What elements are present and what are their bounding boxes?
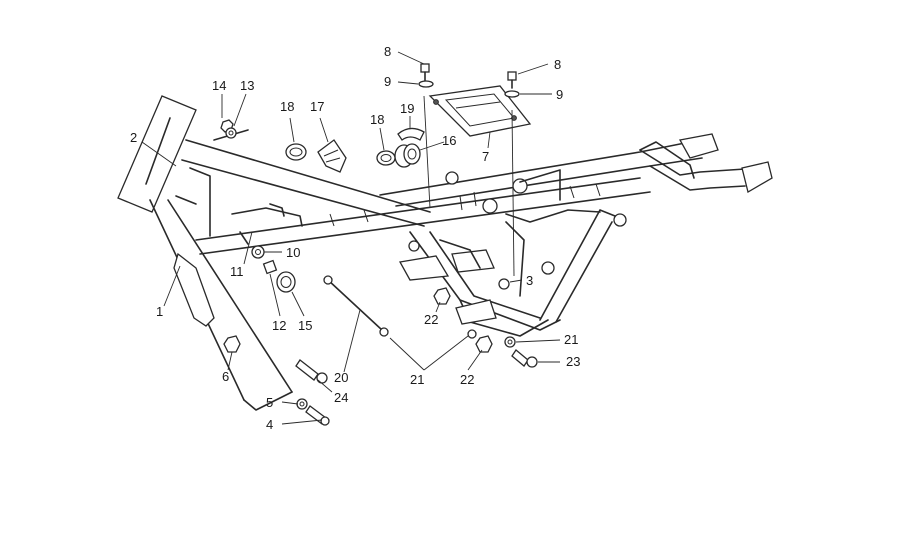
callout-15: 15 [298, 318, 312, 333]
callout-22-upper: 22 [424, 312, 438, 327]
callout-19: 19 [400, 101, 414, 116]
callout-23: 23 [566, 354, 580, 369]
callout-3: 3 [526, 273, 533, 288]
callout-13: 13 [240, 78, 254, 93]
callout-21-left: 21 [410, 372, 424, 387]
callout-20: 20 [334, 370, 348, 385]
leader-lines [141, 51, 561, 425]
callout-8-right: 8 [554, 57, 561, 72]
callout-10: 10 [286, 245, 300, 260]
callout-14: 14 [212, 78, 226, 93]
callout-5: 5 [266, 395, 273, 410]
callout-7: 7 [482, 149, 489, 164]
callout-9-right: 9 [556, 87, 563, 102]
callout-12: 12 [272, 318, 286, 333]
callouts: 1 2 3 4 5 6 7 8 8 9 9 10 11 12 13 14 15 … [130, 44, 580, 432]
loose-parts [220, 63, 538, 426]
battery-tray-plate [428, 85, 532, 137]
engine-mount-bracket [173, 252, 215, 327]
callout-11: 11 [230, 264, 244, 279]
callout-24: 24 [334, 390, 348, 405]
callout-18-left: 18 [280, 99, 294, 114]
callout-22-lower: 22 [460, 372, 474, 387]
callout-4: 4 [266, 417, 273, 432]
callout-18-right: 18 [370, 112, 384, 127]
callout-1: 1 [156, 304, 163, 319]
callout-21-right: 21 [564, 332, 578, 347]
main-frame [117, 95, 773, 411]
callout-2: 2 [130, 130, 137, 145]
callout-9-left: 9 [384, 74, 391, 89]
callout-17: 17 [310, 99, 324, 114]
callout-6: 6 [222, 369, 229, 384]
callout-8-left: 8 [384, 44, 391, 59]
callout-16: 16 [442, 133, 456, 148]
